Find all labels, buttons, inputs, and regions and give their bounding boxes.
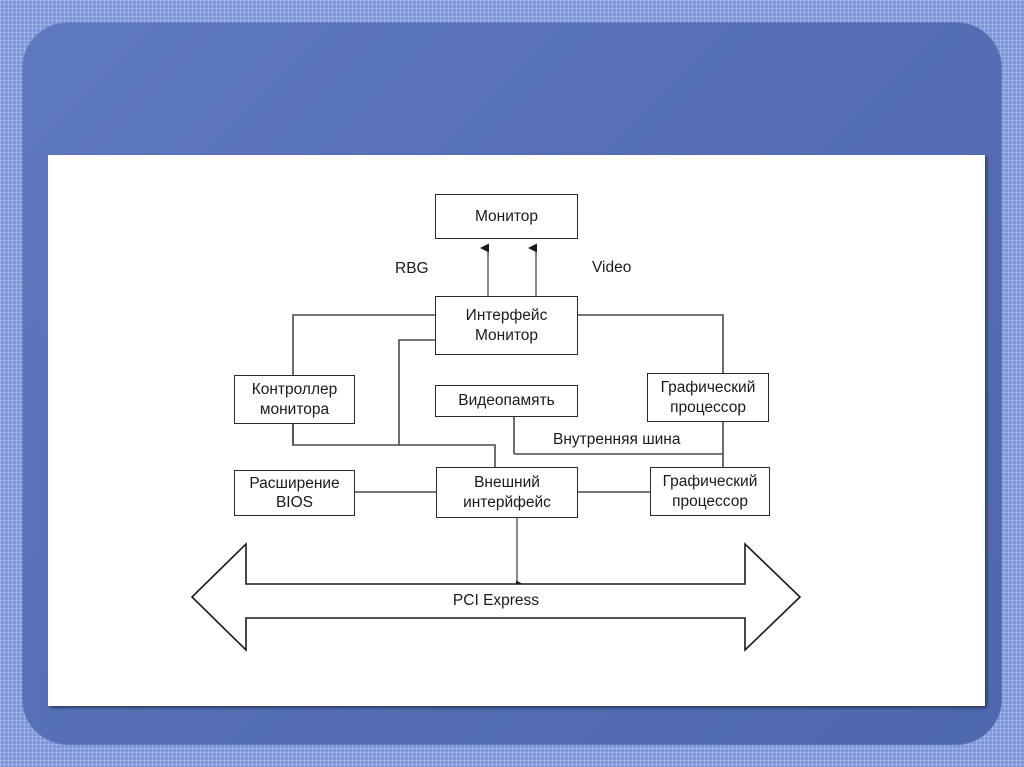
box-gpu-bottom[interactable]: Графический процессор bbox=[650, 467, 770, 516]
box-external-interface[interactable]: Внешний интерйфейс bbox=[436, 467, 578, 518]
label-pci-express: PCI Express bbox=[452, 592, 540, 609]
box-monitor-controller[interactable]: Контроллер монитора bbox=[234, 375, 355, 424]
box-gpu-top[interactable]: Графический процессор bbox=[647, 373, 769, 422]
box-monitor[interactable]: Монитор bbox=[435, 194, 578, 239]
label-rbg: RBG bbox=[395, 260, 429, 277]
box-video-memory[interactable]: Видеопамять bbox=[435, 385, 578, 417]
label-internal-bus: Внутренняя шина bbox=[553, 431, 681, 448]
label-video: Video bbox=[592, 259, 632, 276]
box-monitor-interface[interactable]: Интерфейс Монитор bbox=[435, 296, 578, 355]
box-bios-extension[interactable]: Расширение BIOS bbox=[234, 470, 355, 516]
